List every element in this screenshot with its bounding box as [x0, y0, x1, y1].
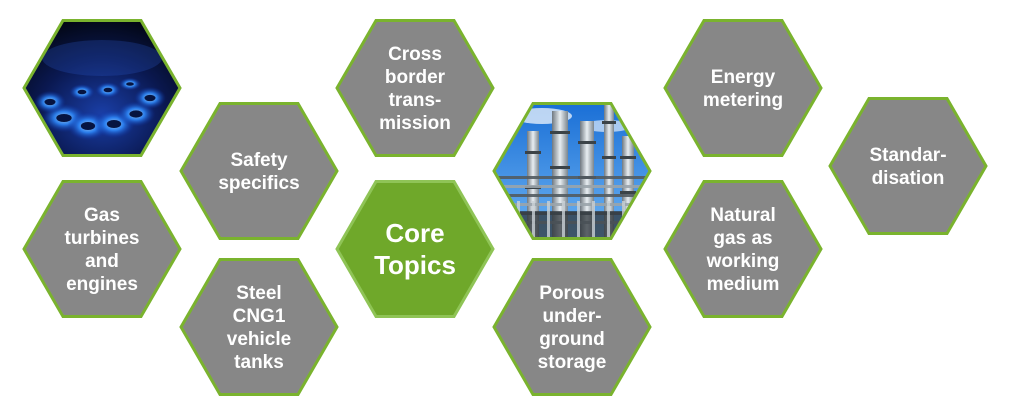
porous-label-line: under- [542, 306, 601, 327]
hexagon-shape [335, 19, 495, 157]
steel-cng-label-line: vehicle [227, 329, 291, 350]
porous-label-line: storage [538, 352, 607, 373]
energy-metering-label-line: metering [703, 90, 783, 111]
refinery-photo [494, 103, 650, 239]
hexagon-shape [22, 180, 182, 318]
standardisation-label-line: disation [872, 168, 945, 189]
steel-cng-label-line: tanks [234, 352, 284, 373]
gas-turbines-label-line: turbines [65, 228, 140, 249]
steel-cng-label-line: CNG1 [233, 306, 286, 327]
natural-gas-label-line: medium [707, 274, 780, 295]
cross-border-label-line: Cross [388, 44, 442, 65]
gas-turbines-label-line: engines [66, 274, 138, 295]
standardisation-label: Standar-disation [869, 145, 946, 189]
hexagon-shape [492, 258, 652, 396]
gas-turbines-label-line: Gas [84, 205, 120, 226]
hexagon-border [492, 102, 652, 240]
energy-metering-label-line: Energy [711, 67, 776, 88]
safety-label-line: Safety [230, 150, 287, 171]
gas-flame-photo [24, 20, 180, 156]
core-topics-label-line: Topics [374, 250, 456, 280]
natural-gas-label-line: Natural [710, 205, 775, 226]
hexagon-shape [179, 102, 339, 240]
hexagon-shape [663, 19, 823, 157]
steel-cng-label-line: Steel [236, 283, 281, 304]
porous-label-line: ground [539, 329, 604, 350]
natural-gas-label-line: working [706, 251, 780, 272]
hexagon-refinery-image [492, 102, 652, 240]
hexagon-shape [335, 180, 495, 318]
hexagon-shape [828, 97, 988, 235]
natural-gas-label-line: gas as [713, 228, 772, 249]
cross-border-label-line: trans- [389, 90, 442, 111]
porous-label-line: Porous [539, 283, 604, 304]
core-topics-label-line: Core [385, 218, 444, 248]
hexagon-standardisation: Standar-disation [828, 97, 988, 235]
hexagon-flame-image [22, 19, 182, 157]
hexagon-shape [663, 180, 823, 318]
safety-label-line: specifics [218, 173, 299, 194]
cross-border-label-line: mission [379, 113, 451, 134]
gas-turbines-label-line: and [85, 251, 119, 272]
hexagon-shape [179, 258, 339, 396]
standardisation-label-line: Standar- [869, 145, 946, 166]
hexagon-border [22, 19, 182, 157]
cross-border-label-line: border [385, 67, 446, 88]
